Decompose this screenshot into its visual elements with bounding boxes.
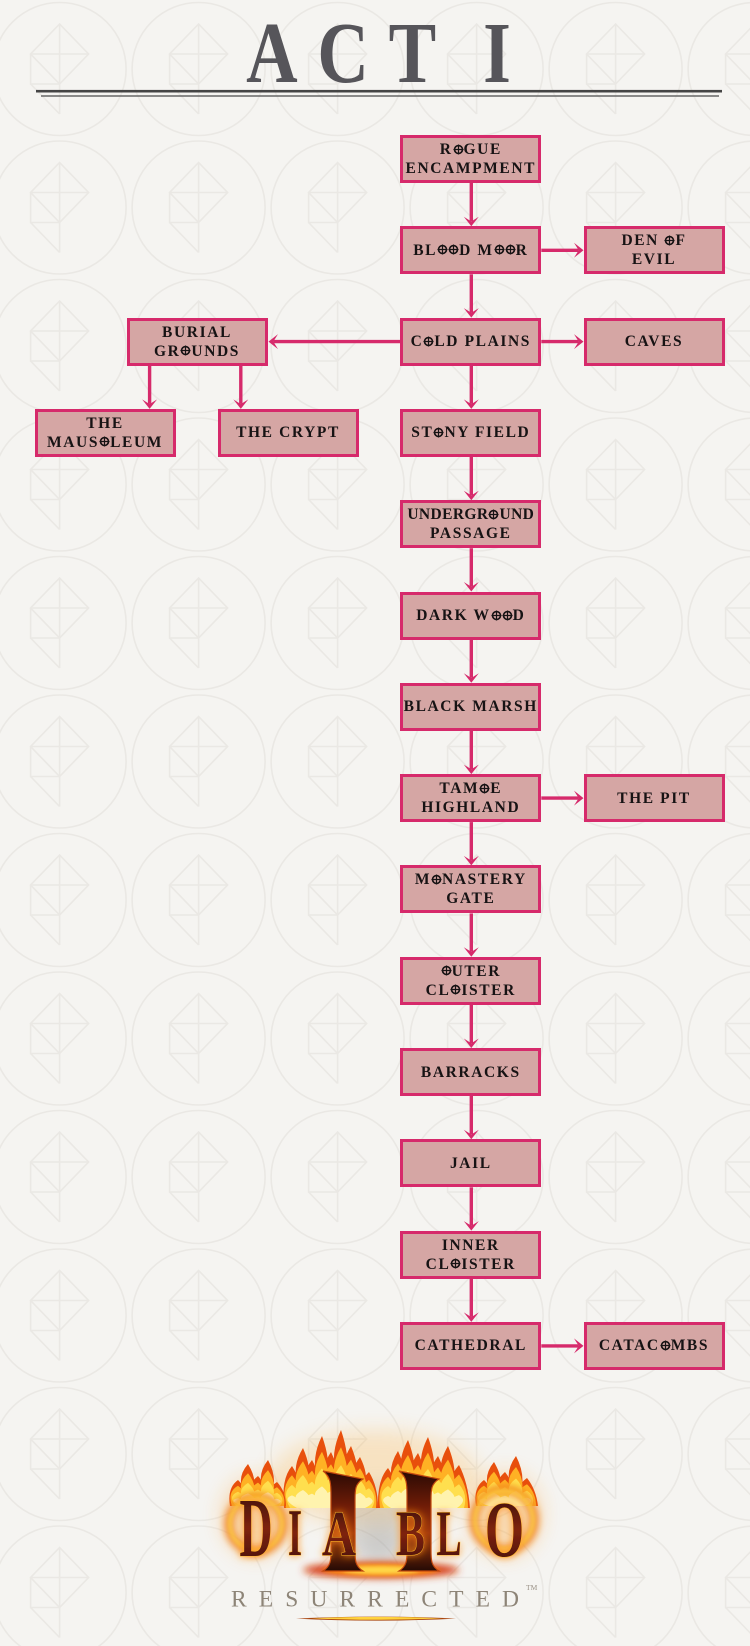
svg-text:D: D bbox=[240, 1482, 273, 1575]
svg-text:I: I bbox=[483, 5, 511, 101]
svg-text:I: I bbox=[288, 1496, 302, 1570]
svg-text:RESURRECTED: RESURRECTED bbox=[231, 1587, 519, 1613]
svg-text:B: B bbox=[396, 1498, 425, 1570]
svg-text:ACT: ACT bbox=[246, 5, 456, 101]
svg-text:L: L bbox=[437, 1498, 462, 1570]
svg-text:O: O bbox=[485, 1487, 524, 1574]
svg-text:TM: TM bbox=[526, 1583, 538, 1592]
svg-text:A: A bbox=[322, 1498, 356, 1570]
